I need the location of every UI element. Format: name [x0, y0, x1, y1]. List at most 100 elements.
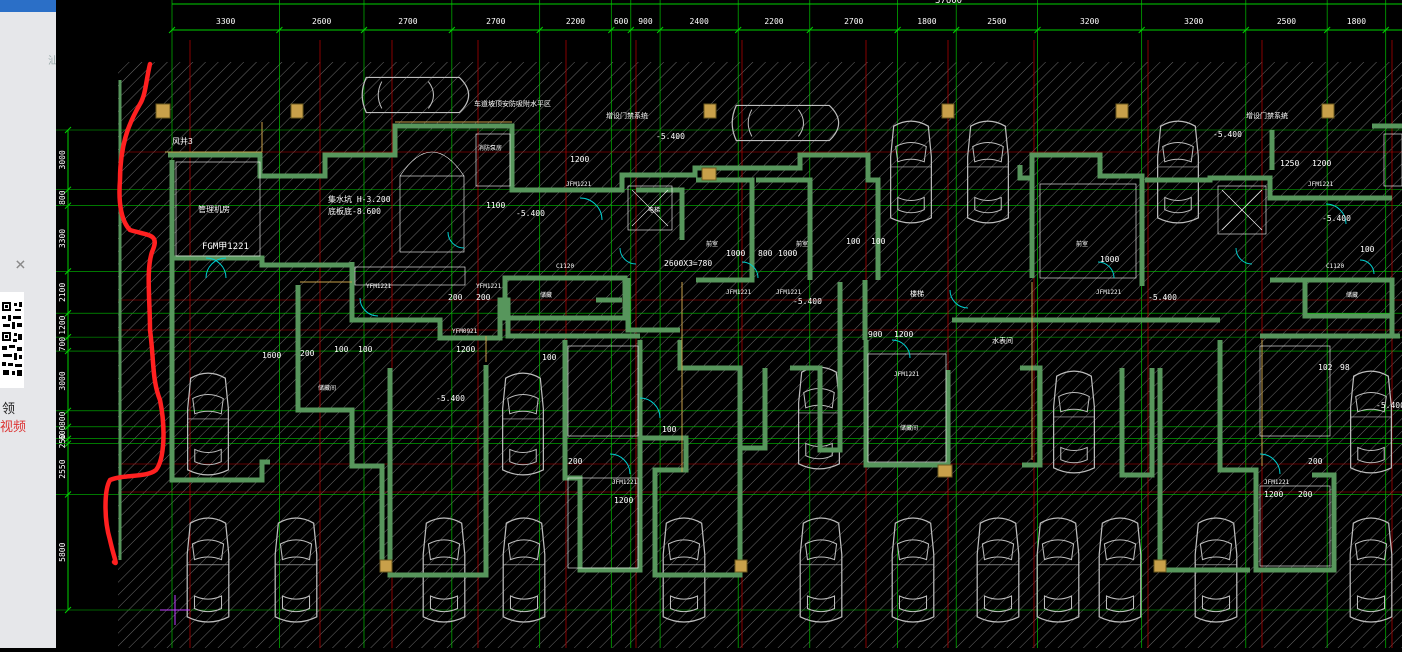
- wall-edge-lines: [165, 121, 1263, 472]
- crosshair-cursor: [160, 595, 190, 625]
- dim-label: 2500: [1277, 17, 1296, 26]
- dim-label: 3000: [58, 371, 67, 390]
- door-tag: YFM1221: [476, 283, 502, 290]
- room-label: 管理机房: [198, 204, 230, 214]
- side-panel: 汕 × 领 视频: [0, 0, 56, 648]
- side-panel-topbar: [0, 0, 56, 12]
- room-label: 储藏: [540, 291, 552, 299]
- dim-inner: 102: [1318, 363, 1333, 372]
- door-tag: YFM1221: [366, 283, 392, 290]
- door-tag: C1120: [556, 263, 574, 270]
- room-label: 风井3: [172, 136, 193, 146]
- door-tag: YFM0921: [452, 328, 478, 335]
- note: 增设门禁系统: [606, 111, 648, 120]
- dim-inner: 100: [1360, 245, 1375, 254]
- dim-label: 2550: [58, 459, 67, 478]
- dim-inner: 1200: [570, 155, 589, 164]
- elevation: -5.400: [1376, 401, 1402, 410]
- elevation: -5.400: [656, 132, 685, 141]
- dim-inner: 100: [871, 237, 886, 246]
- close-icon[interactable]: ×: [15, 254, 26, 275]
- room-label: FGM甲1221: [202, 241, 249, 252]
- room-label: 消防泵房: [478, 144, 502, 152]
- dim-label: 1800: [917, 17, 936, 26]
- dim-inner: 1000: [1100, 255, 1119, 264]
- room-label: 电梯: [648, 206, 660, 214]
- dim-inner: 200: [476, 293, 491, 302]
- elevation: -5.400: [436, 394, 465, 403]
- room-label: 储藏: [1346, 291, 1358, 299]
- dim-inner: 200: [1308, 457, 1323, 466]
- dim-label: 2100: [58, 283, 67, 302]
- dim-label: 2400: [690, 17, 709, 26]
- dim-label: 3300: [216, 17, 235, 26]
- dim-inner: 1000: [726, 249, 745, 258]
- door-tag: JFM1221: [776, 289, 802, 296]
- note: 增设门禁系统: [1246, 111, 1288, 120]
- dim-label: 1200: [58, 315, 67, 334]
- dim-total: 37600: [935, 0, 962, 6]
- door-tag: JFM1221: [894, 371, 920, 378]
- door-tag: JFM1221: [612, 479, 638, 486]
- note: 车道坡顶安防吸附水平区: [474, 99, 551, 108]
- elevation: -5.400: [1322, 214, 1351, 223]
- wall-outlines: [118, 80, 1402, 578]
- dim-label: 3300: [58, 229, 67, 248]
- room-label: 水表间: [992, 336, 1013, 345]
- dim-inner: 1100: [486, 201, 505, 210]
- dim-inner: 1200: [456, 345, 475, 354]
- door-tag: 2600X3=780: [664, 259, 712, 268]
- elevation: -5.400: [516, 209, 545, 218]
- dim-label: 2200: [566, 17, 585, 26]
- dim-label: 900: [638, 17, 653, 26]
- door-tag: JFM1221: [566, 181, 592, 188]
- room-label: 储藏间: [900, 424, 918, 432]
- dim-inner: 1200: [1264, 490, 1283, 499]
- dim-inner: 200: [1298, 490, 1313, 499]
- dim-inner: 100: [358, 345, 373, 354]
- dim-inner: 1200: [614, 496, 633, 505]
- structural-columns: [155, 103, 1335, 573]
- elevation: -5.400: [793, 297, 822, 306]
- dim-label: 2700: [486, 17, 505, 26]
- dim-inner: 1200: [894, 330, 913, 339]
- side-panel-edge-mark: 汕: [48, 56, 56, 67]
- dim-label: 600: [58, 425, 67, 440]
- dim-label: 700: [58, 337, 67, 352]
- elevation: -5.400: [1213, 130, 1242, 139]
- left-dimension-column: 3000800330021001200700300080060025025505…: [58, 126, 72, 614]
- dim-inner: 100: [334, 345, 349, 354]
- room-label: 集水坑 H-3.200: [328, 194, 391, 204]
- dim-inner: 98: [1340, 363, 1350, 372]
- door-tag: JFM1221: [1308, 181, 1334, 188]
- side-panel-video-link[interactable]: 视频: [0, 420, 27, 435]
- room-label: 前室: [796, 240, 808, 248]
- hatch-area: [118, 62, 1402, 648]
- elevation: -5.400: [1148, 293, 1177, 302]
- door-tag: JFM1221: [1264, 479, 1290, 486]
- dim-label: 250: [58, 434, 67, 449]
- dim-label: 2700: [844, 17, 863, 26]
- dim-label: 2700: [398, 17, 417, 26]
- dim-label: 600: [614, 17, 629, 26]
- dim-inner: 800: [758, 249, 773, 258]
- dim-label: 5800: [58, 542, 67, 561]
- room-label: 前室: [706, 240, 718, 248]
- door-swings: [205, 197, 1375, 475]
- dim-label: 2600: [312, 17, 331, 26]
- dim-inner: 200: [300, 349, 315, 358]
- dim-inner: 1600: [262, 351, 281, 360]
- dim-inner: 100: [662, 425, 677, 434]
- side-panel-label: 领: [2, 402, 16, 417]
- dim-inner: 100: [542, 353, 557, 362]
- dim-label: 1800: [1347, 17, 1366, 26]
- dim-label: 3000: [58, 150, 67, 169]
- room-label: 储藏间: [318, 384, 336, 392]
- dim-label: 2500: [987, 17, 1006, 26]
- door-tag: C1120: [1326, 263, 1344, 270]
- drawing-labels: 风井3 管理机房 FGM甲1221 消防泵房 集水坑 H-3.200 底板底-8…: [172, 99, 1402, 505]
- dim-inner: 900: [868, 330, 883, 339]
